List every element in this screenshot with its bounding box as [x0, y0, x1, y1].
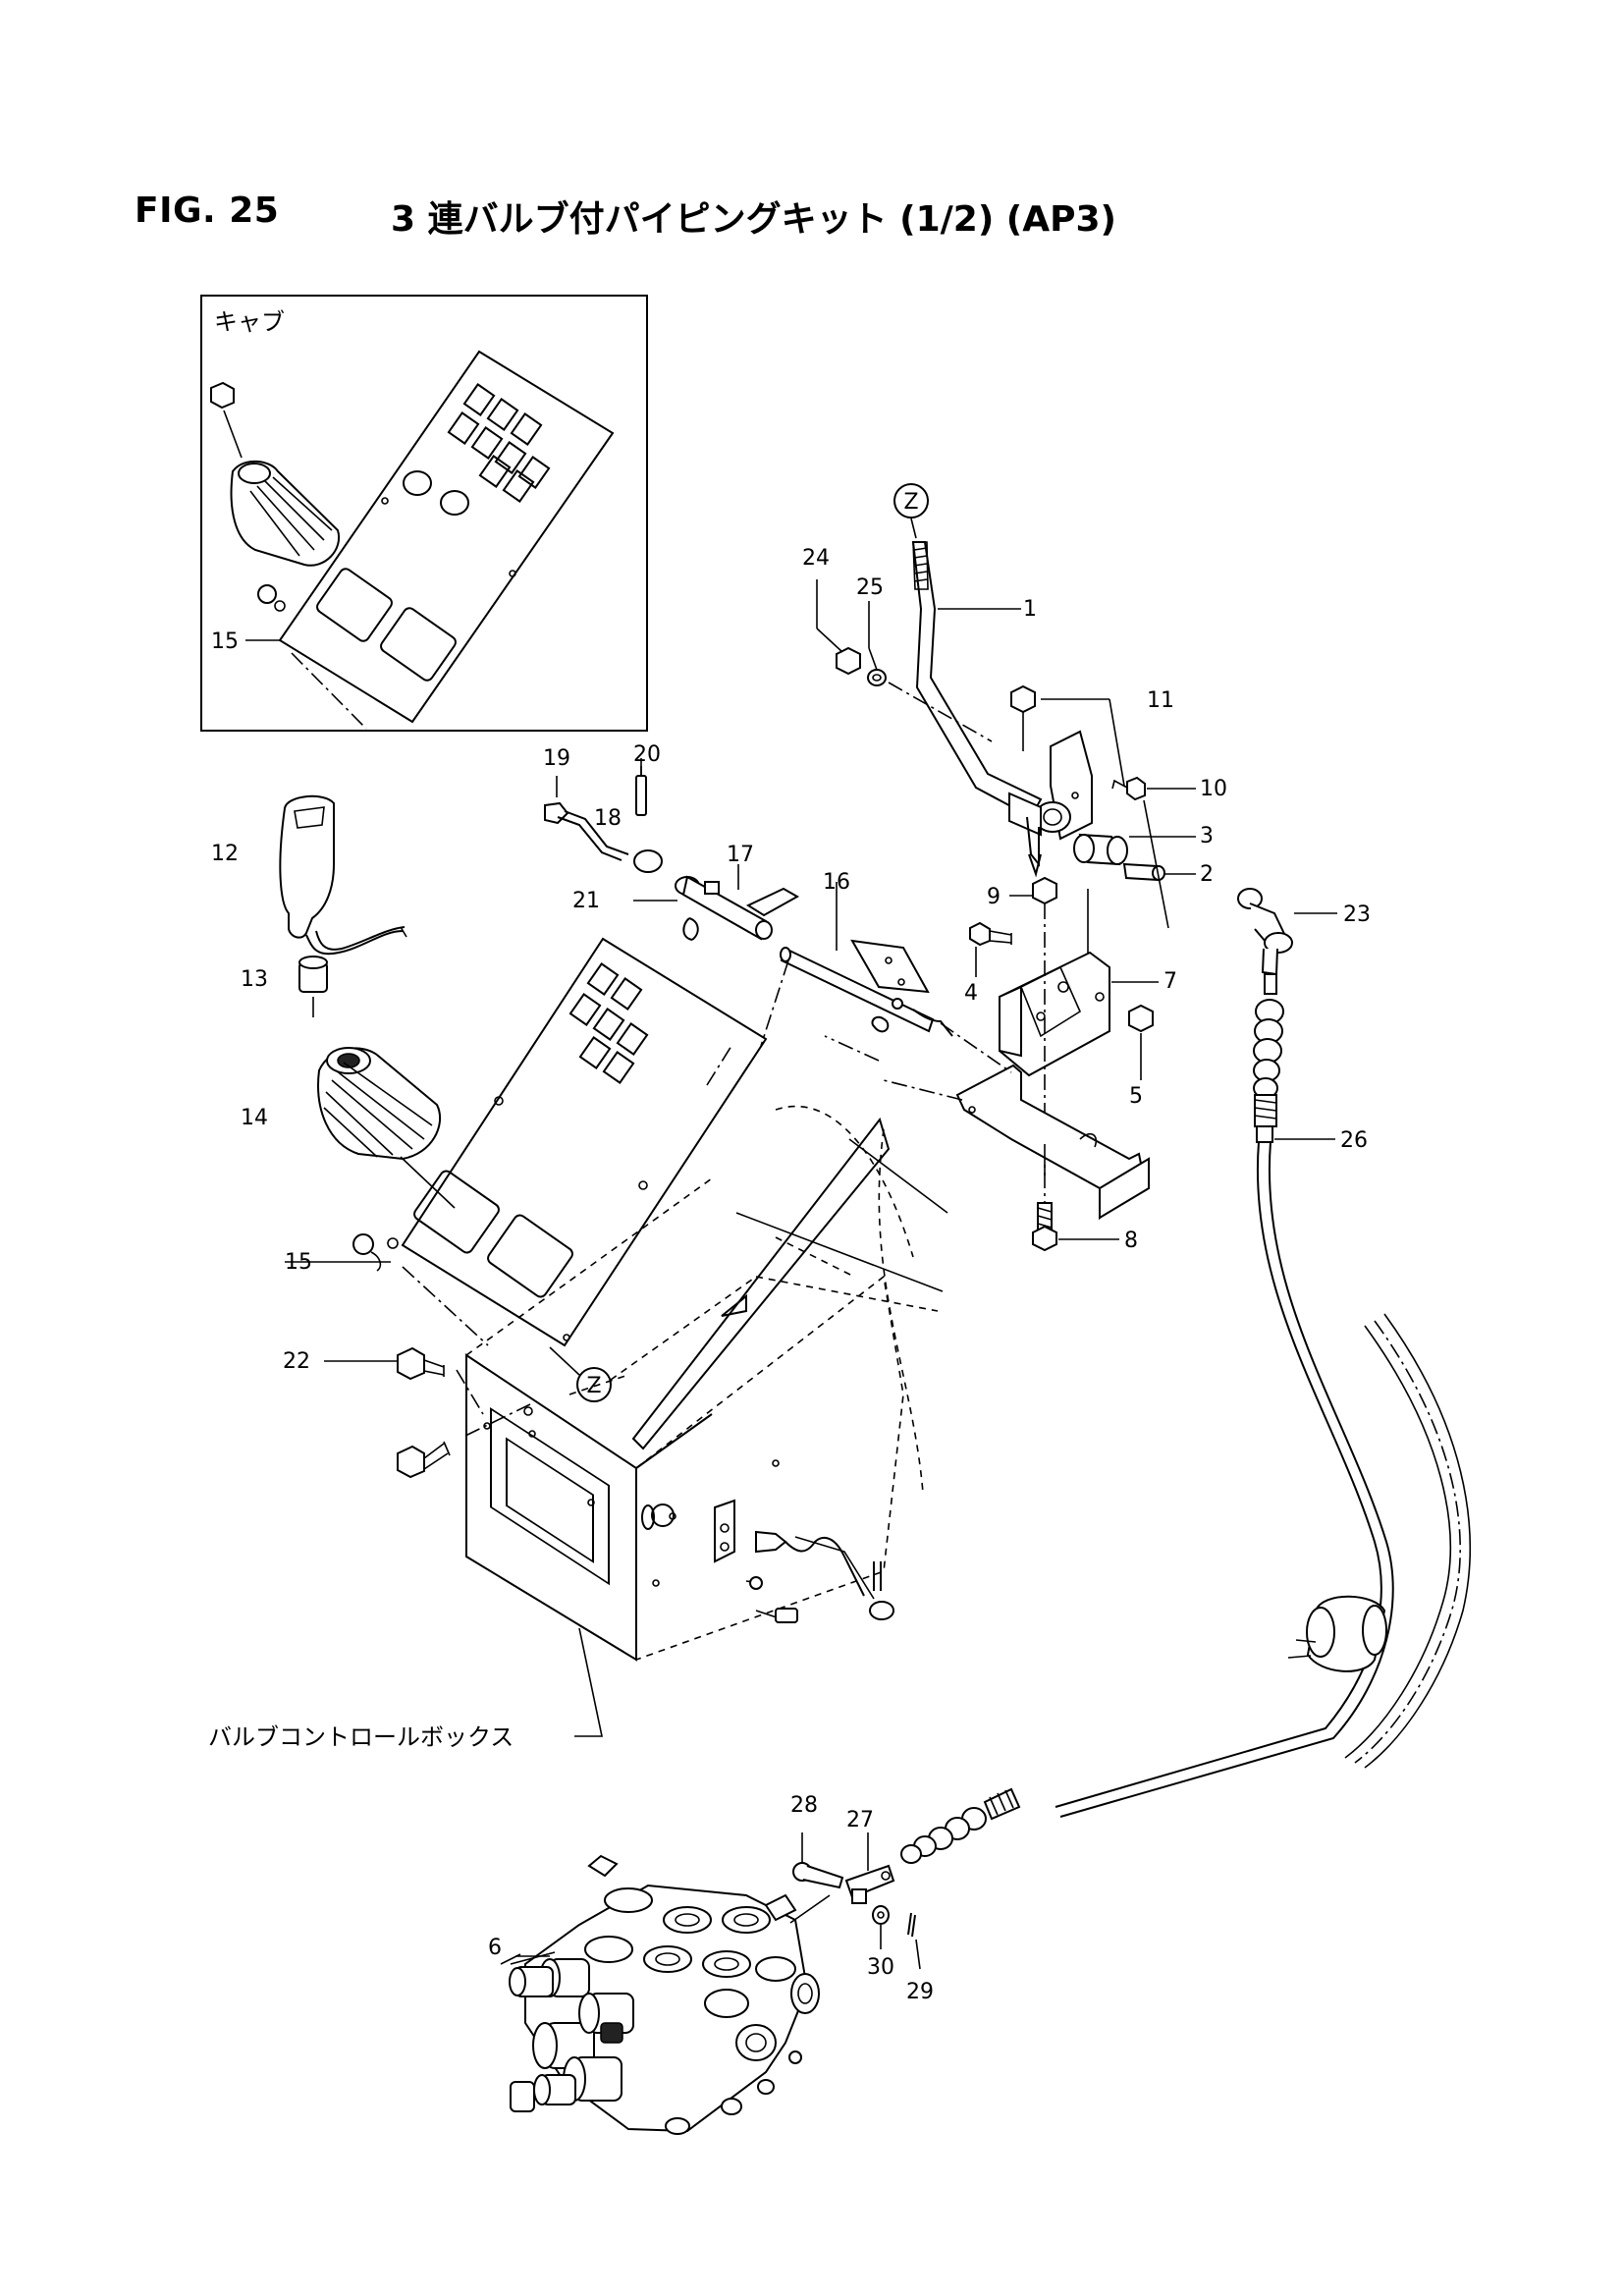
callout-1: 1 [1023, 597, 1037, 622]
callout-13: 13 [241, 967, 268, 992]
inset-boot [210, 381, 341, 567]
callout-9: 9 [987, 885, 1001, 909]
inset-control-panel [278, 350, 615, 724]
cotter-pin-29 [907, 1912, 921, 1970]
callout-2: 2 [1200, 862, 1214, 887]
guide-line-3 [1143, 799, 1169, 929]
callout-6: 6 [488, 1936, 502, 1960]
boot-14 [317, 1047, 456, 1209]
nut-11 [1010, 684, 1125, 787]
callout-12: 12 [211, 842, 239, 866]
callout-5: 5 [1129, 1084, 1143, 1109]
shaft-16 [780, 882, 953, 1037]
control-panel [401, 937, 768, 1347]
callout-3: 3 [1200, 824, 1214, 848]
bolt-4 [969, 921, 1012, 977]
bracket-and-pivot [1008, 730, 1093, 878]
callout-24: 24 [802, 546, 830, 571]
pin-2 [1122, 862, 1196, 882]
nut-13 [298, 956, 328, 1017]
callout-15-inset: 15 [211, 629, 239, 654]
frame-bracket [883, 1064, 1150, 1221]
callout-7: 7 [1163, 969, 1177, 994]
lever-knob-12 [279, 794, 407, 956]
shaft-17 [675, 864, 800, 941]
callout-23: 23 [1343, 902, 1371, 927]
callout-16: 16 [823, 870, 850, 895]
callout-14: 14 [241, 1106, 268, 1130]
figure-title: 3 連バルブ付パイピングキット (1/2) (AP3) [391, 199, 1117, 240]
washer-25 [867, 601, 993, 742]
callout-20: 20 [633, 742, 661, 767]
clevis-27 [844, 1832, 895, 1904]
valve-control-box [324, 1105, 948, 1737]
lever-assy-18-19-20 [544, 758, 663, 873]
callout-30: 30 [867, 1955, 894, 1980]
callout-8: 8 [1124, 1229, 1138, 1253]
cab-inset: キャブ 15 [200, 295, 648, 732]
callout-19: 19 [543, 746, 570, 771]
callout-11: 11 [1147, 688, 1174, 713]
panel-switch-grid [568, 962, 649, 1084]
callout-18: 18 [594, 806, 622, 831]
figure-number: FIG. 25 [135, 191, 280, 231]
callout-27: 27 [846, 1808, 874, 1832]
callout-15: 15 [285, 1250, 312, 1275]
elbow-fitting-23 [1237, 888, 1337, 976]
bolt-22b [397, 1441, 451, 1479]
lever-1: Z [893, 483, 1043, 819]
callout-21: 21 [572, 889, 600, 913]
callout-25: 25 [856, 575, 884, 600]
callout-4: 4 [964, 981, 978, 1006]
callout-29: 29 [906, 1980, 934, 2004]
pin-28 [792, 1832, 844, 1889]
ref-z-lower: Z [549, 1276, 939, 1402]
inset-label: キャブ [214, 308, 285, 336]
bolt-10 [1111, 776, 1196, 801]
nut-5 [1128, 1004, 1154, 1080]
cable-26 [900, 973, 1471, 1864]
callout-17: 17 [727, 843, 754, 867]
control-valve-6 [500, 1854, 831, 2135]
clip-15 [285, 1233, 489, 1346]
svg-text:Z: Z [586, 1374, 601, 1398]
pin-21 [633, 900, 699, 941]
inset-switch-grid [447, 383, 551, 503]
callout-28: 28 [790, 1793, 818, 1818]
washer-30 [872, 1905, 890, 1949]
ref-z-top: Z [903, 490, 918, 515]
bracket-7 [999, 951, 1159, 1077]
collar-3 [1073, 833, 1196, 866]
bolt-8 [1032, 1202, 1119, 1252]
callout-10: 10 [1200, 777, 1227, 801]
callout-22: 22 [283, 1349, 310, 1374]
bolt-22 [397, 1346, 445, 1381]
nut-24 [816, 579, 861, 676]
valve-control-box-label: バルブコントロールボックス [208, 1723, 514, 1751]
callout-26: 26 [1340, 1128, 1368, 1153]
